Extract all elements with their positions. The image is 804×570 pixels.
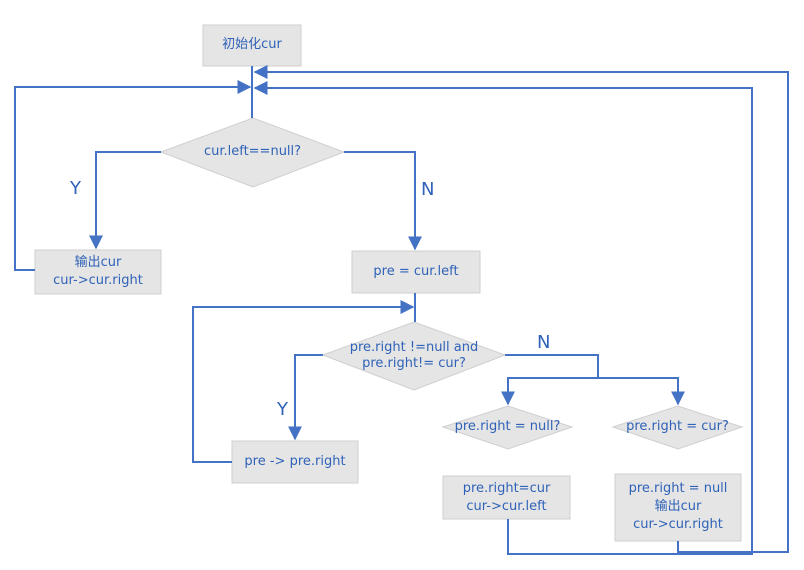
decision-left-null-diamond: [159, 117, 346, 188]
edge-branch-to-pre-cur: [598, 377, 685, 406]
edge-loop-unlink-set-back: [253, 65, 789, 553]
decision-pre-null-diamond: [441, 405, 574, 450]
link-set-box: [442, 475, 571, 520]
pre-advance-box: [231, 440, 359, 484]
edge-branch-to-pre-null: [501, 377, 598, 406]
output-right-box: [34, 249, 162, 295]
init-box: [202, 24, 302, 67]
decision-pre-right-diamond: [321, 321, 507, 391]
decision-pre-cur-diamond: [611, 405, 744, 450]
edge-loop-link-set-back: [253, 81, 753, 555]
edge-no-to-pre-assign: [344, 151, 422, 251]
edge-loop-output-back: [14, 80, 252, 271]
edge-yes-to-output: [89, 151, 161, 250]
edge-yes-to-pre-advance: [288, 354, 323, 441]
edge-no-to-branch: [505, 354, 599, 378]
unlink-set-box: [614, 473, 742, 542]
pre-assign-box: [351, 250, 481, 294]
edge-loop-pre-advance-back: [192, 300, 415, 463]
